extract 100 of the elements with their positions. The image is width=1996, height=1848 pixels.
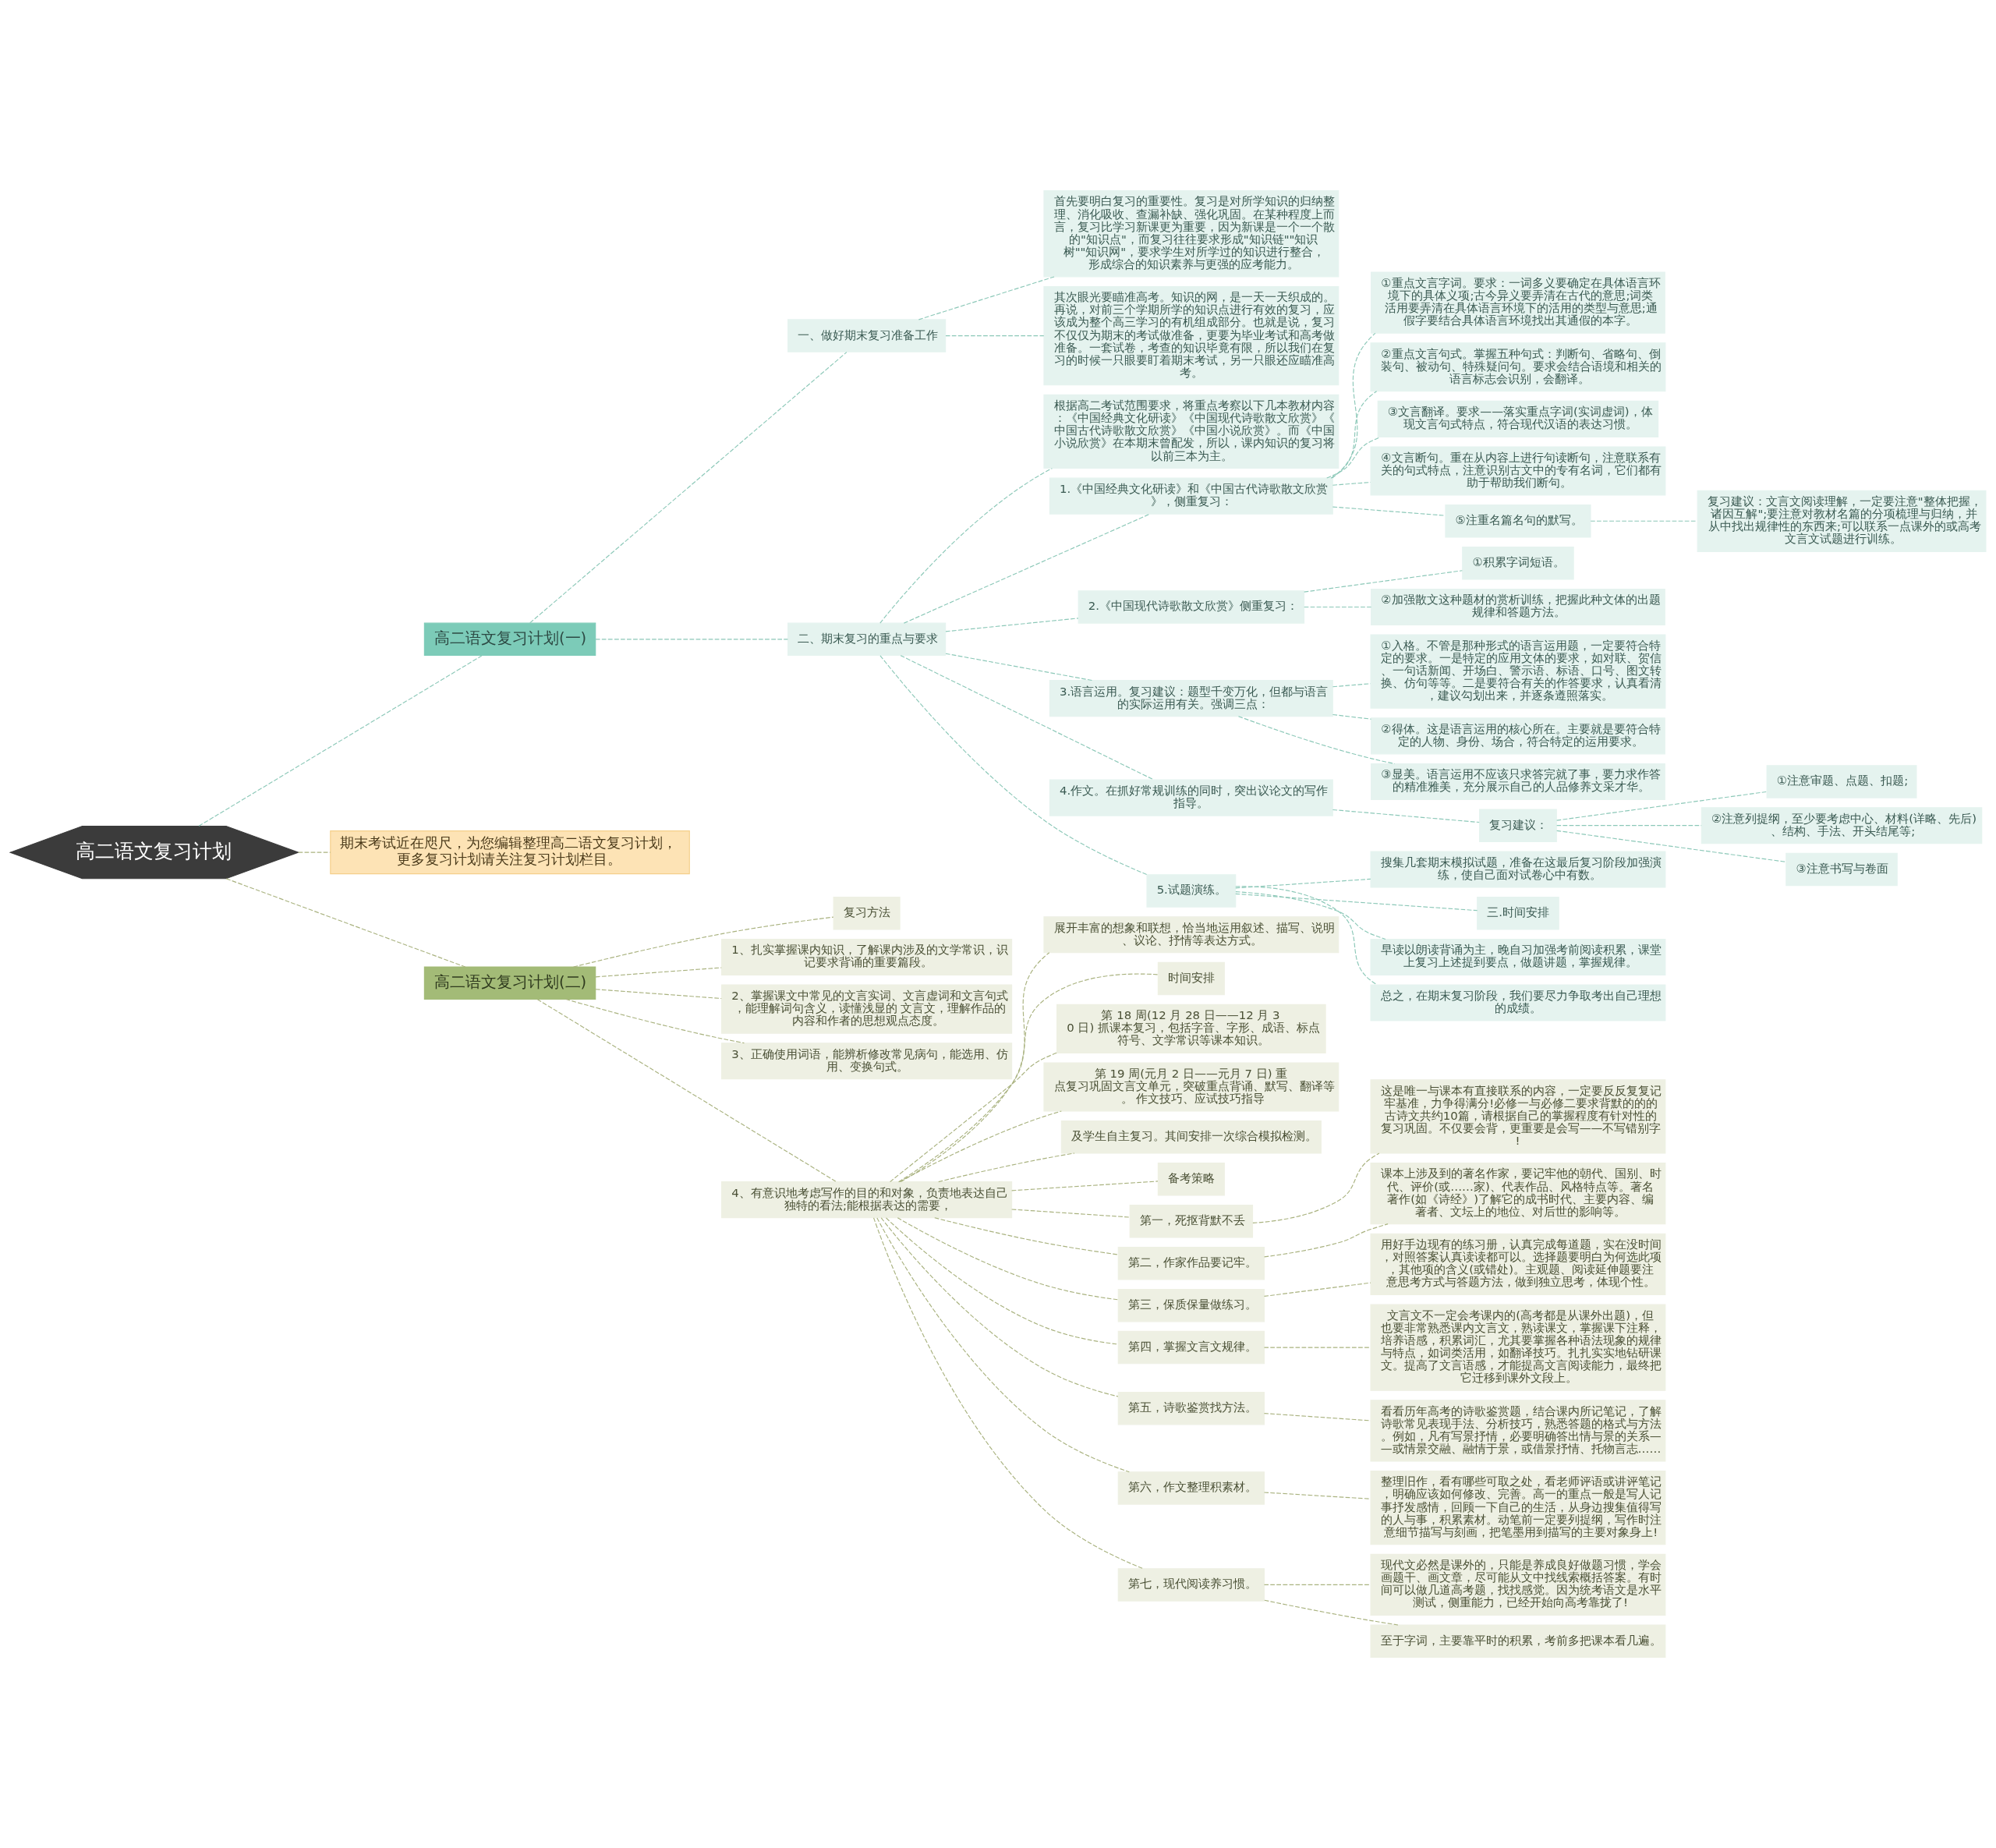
node-box: 展开丰富的想象和联想，恰当地运用叙述、描写、说明、议论、抒情等表达方式。 xyxy=(1043,916,1340,954)
connector xyxy=(1590,520,1698,522)
node-box: ③显美。语言运用不应该只求答完就了事，要力求作答的精准雅美，充分展示自己的人品修养文采才华。 xyxy=(1371,763,1665,800)
node-box: 其次眼光要瞄准高考。知识的网，是一天一天织成的。再说，对前三个学期所学的知识点进行有效的复习，应该成为整个高三学习的有机组成部分。也就是说，复习不仅仅为期末的考试做准备，更要为毕业考试和高考做准备。一套试卷，考查的知识毕竟有限，所以我们在复习的时候一只眼要盯着期末考试，另一只眼还应瞄准高考。 xyxy=(1043,285,1340,386)
node-box: ②重点文言句式。掌握五种句式：判断句、省略句、倒装句、被动句、特殊疑问句。要求会结合语境和相关的语言标志会识别，会翻译。 xyxy=(1370,342,1666,392)
connector xyxy=(1326,436,1381,479)
connector xyxy=(1235,878,1371,889)
node-box: 至于字词，主要靠平时的积累，考前多把课本看几遍。 xyxy=(1370,1624,1666,1658)
connector xyxy=(1556,830,1787,862)
node-box: 用好手边现有的练习册，认真完成每道题，实在没时间，对照答案认真读读都可以。选择题要明白为何选此项，其他项的含义(或错处)。主观题、阅读延伸题要注意思考方式与答题方法，做到独立思考，体现个性。 xyxy=(1370,1233,1666,1295)
connector xyxy=(1011,1181,1159,1191)
node-box: 整理旧作，看有哪些可取之处，看老师评语或讲评笔记，明确应该如何修改、完善。高一的重点一般是写人记事抒发感情，回顾一下自己的生活，从身边搜集值得写的人与事，积累素材。动笔前一定要列提纲，写作时注意细节描写与刻画，把笔墨用到描写的主要对象身上! xyxy=(1370,1471,1666,1545)
node-box: ③文言翻译。要求——落实重点字词(实词虚词)，体现文言句式特点，符合现代汉语的表达习惯。 xyxy=(1377,400,1659,437)
connector xyxy=(1235,886,1378,986)
connector xyxy=(1556,791,1768,821)
node-box: 文言文不一定会考课内的(高考都是从课外出题)，但也要非常熟悉课内文言文，熟读课文，掌握课下注释，培养语感，积累词汇，尤其要掌握各种语法现象的规律与特点，如词类活用，如翻译技巧。扎扎实实地钻研课文。提高了文言语感，才能提高文言阅读能力，最终把它迁移到课外文段上。 xyxy=(1370,1304,1666,1391)
connector xyxy=(565,998,745,1044)
connector xyxy=(1556,825,1702,827)
node-box: 搜集几套期末模拟试题，准备在这最后复习阶段加强演练，使自己面对试卷心中有数。 xyxy=(1370,851,1666,888)
connector xyxy=(879,655,1148,876)
node-box: 看看历年高考的诗歌鉴赏题，结合课内所记笔记，了解诗歌常见表现手法、分析技巧，熟悉答题的格式与方法。例如，凡有写景抒情，必要明确答出情与景的关系——或情景交融、融情于景，或借景抒情、托物言志…… xyxy=(1370,1400,1666,1462)
node-box: 课本上涉及到的著名作家，要记牢他的朝代、国别、时代、评价(或……家)、代表作品、风格特点等。著名著作(如《诗经》)了解它的成书时代、主要内容、编著者、文坛上的地位、对后世的影响等。 xyxy=(1370,1163,1666,1225)
node-box: 第 18 周(12 月 28 日——12 月 30 日) 抓课本复习，包括字音、字形、成语、标点符号、文学常识等课本知识。 xyxy=(1056,1004,1326,1053)
connector xyxy=(1304,570,1463,593)
node-box: 复习方法 xyxy=(833,896,901,930)
connector xyxy=(1332,506,1446,516)
connector xyxy=(898,973,1159,1183)
node-box: ①积累字词短语。 xyxy=(1462,547,1574,580)
node-box: 根据高二考试范围要求，将重点考察以下几本教材内容：《中国经典文化研读》《中国现代诗歌散文欣赏》《中国古代诗歌散文欣赏》《中国小说欣赏》。而《中国小说欣赏》在本期末曾配发，所以，课内知识的复习将以前三本为主。 xyxy=(1043,394,1340,469)
connector xyxy=(876,1217,1130,1473)
node-box: 时间安排 xyxy=(1157,961,1225,996)
connector xyxy=(1263,1413,1371,1421)
connector xyxy=(938,1152,1075,1183)
node-box: 第三，保质保量做练习。 xyxy=(1117,1288,1265,1322)
node-box: 1.《中国经典文化研读》和《中国古代诗歌散文欣赏》，侧重复习： xyxy=(1049,477,1333,515)
connector xyxy=(945,335,1045,337)
connector xyxy=(529,352,848,624)
connector xyxy=(1330,391,1378,479)
node-box: 4.作文。在抓好常规训练的同时，突出议论文的写作指导。 xyxy=(1049,779,1333,816)
connector xyxy=(1264,1223,1389,1258)
connector xyxy=(595,967,722,978)
connector xyxy=(890,1052,1057,1183)
connector xyxy=(899,1110,1062,1183)
node-box: 这是唯一与课本有直接联系的内容，一定要反反复复记牢基准，力争得满分!必修一与必修二要求背默的的的古诗文共约10篇，请根据自己的掌握程度有针对性的复习巩固。不仅要会背，更重要是会写——不写错别字! xyxy=(1370,1079,1666,1154)
node-box: 第七，现代阅读养习惯。 xyxy=(1117,1568,1265,1602)
connector xyxy=(918,276,1055,320)
node-box: 1、扎实掌握课内知识，了解课内涉及的文学常识，识记要求背诵的重要篇段。 xyxy=(721,938,1013,976)
node-box: ②加强散文这种题材的赏析训练，把握此种文体的出题规律和答题方法。 xyxy=(1371,589,1665,626)
connector xyxy=(900,655,1155,781)
node-box: 第四，掌握文言文规律。 xyxy=(1117,1330,1265,1365)
connector xyxy=(595,639,788,640)
connector xyxy=(1332,481,1371,486)
connector xyxy=(225,878,466,968)
node-box: 第二，作家作品要记牢。 xyxy=(1117,1246,1265,1280)
connector xyxy=(945,653,1093,681)
connector xyxy=(1263,1282,1371,1297)
node-box: ⑤注重名篇名句的默写。 xyxy=(1445,504,1591,538)
connector xyxy=(945,618,1079,632)
node-box: 3.语言运用。复习建议：题型千变万化，但都与语言的实际运用有关。强调三点： xyxy=(1049,680,1333,717)
node-box: 第五，诗歌鉴赏找方法。 xyxy=(1117,1391,1265,1425)
node-box: 早读以朗读背诵为主，晚自习加强考前阅读积累，课堂上复习上述提到要点，做题讲题，掌握规律。 xyxy=(1370,938,1666,976)
node-box: ④文言断句。重在从内容上进行句读断句，注意联系有关的句式特点，注意识别古文中的专有名词，它们都有助于帮助我们断句。 xyxy=(1370,446,1666,496)
connector xyxy=(934,1217,1119,1255)
connector xyxy=(1263,1584,1371,1585)
node-box: ①入格。不管是那种形式的语言运用题，一定要符合特定的要求。一是特定的应用文体的要求，如对联、贺信、一句话新闻、开场白、警示语、标语、口号、图文转换、仿句等等。二是要符合有关的作答要求，认真看清，建议勾划出来，并逐条遵照落实。 xyxy=(1370,634,1666,709)
node-box: 高二语文复习计划(一) xyxy=(423,622,596,657)
node-box: 期末考试近在咫尺，为您编辑整理高二语文复习计划，更多复习计划请关注复习计划栏目。 xyxy=(330,830,690,875)
connector xyxy=(1304,606,1372,608)
node-box: 4、有意识地考虑写作的目的和对象，负责地表达自己独特的看法;能根据表达的需要， xyxy=(721,1181,1013,1219)
node-box: 备考策略 xyxy=(1157,1163,1225,1196)
connector xyxy=(1235,891,1386,940)
node-box: 5.试题演练。 xyxy=(1146,874,1237,908)
connector xyxy=(298,851,331,853)
connector xyxy=(879,468,1053,624)
node-box: 复习建议： xyxy=(1479,809,1557,842)
node-box: 高二语文复习计划(二) xyxy=(423,966,596,1000)
connector xyxy=(885,1217,1119,1345)
connector xyxy=(1252,1152,1380,1223)
connector xyxy=(595,989,722,1000)
node-box: 总之，在期末复习阶段，我们要尽力争取考出自己理想的成绩。 xyxy=(1370,984,1666,1021)
connector xyxy=(903,513,1151,624)
node-box: 首先要明白复习的重要性。复习是对所学知识的归纳整理、消化吸收、查漏补缺、强化巩固。在某种程度上而言，复习比学习新课更为重要，因为新课是一个一个散的"知识点"，而复习往往要求形成"知识链""知识树""知识网"，要求学生对所学过的知识进行整合，形成综合的知识素养与更强的应考能力。 xyxy=(1043,190,1340,278)
node-box: 及学生自主复习。其间安排一次综合模拟检测。 xyxy=(1060,1120,1322,1154)
node-box: 一、做好期末复习准备工作 xyxy=(787,319,947,352)
connector xyxy=(1332,809,1480,823)
node-box: 第 19 周(元月 2 日——元月 7 日) 重点复习巩固文言文单元，突破重点背诵、默写、翻译等。 作文技巧、应试技巧指导 xyxy=(1043,1062,1340,1112)
node-box: 三.时间安排 xyxy=(1477,896,1559,930)
connector xyxy=(1263,1347,1371,1348)
connector xyxy=(572,916,834,968)
connector xyxy=(1011,1209,1131,1218)
node-box: 复习建议：文言文阅读理解，一定要注意"整体把握，诸因互解";要注意对教材名篇的分项梳理与归纳，并从中找出规律性的东西来;可以联系一点课外的或高考文言文试题进行训练。 xyxy=(1697,490,1987,552)
node-box: ③注意书写与卷面 xyxy=(1785,852,1898,887)
node-box: ①注意审题、点题、扣题; xyxy=(1766,765,1917,798)
node-box: 2、掌握课文中常见的文言实词、文言虚词和文言句式，能理解词句含义，读懂浅显的 文言文，理解作品的内容和作者的思想观点态度。 xyxy=(721,984,1013,1034)
connector xyxy=(1235,893,1478,912)
node-box: 现代文必然是课外的，只能是养成良好做题习惯，学会画题干、画文章，尽可能从文中找线索概括答案。有时间可以做几道高考题，找找感觉。因为统考语文是水平测试，侧重能力，已经开始向高考靠拢了! xyxy=(1370,1553,1666,1616)
node-box: ②得体。这是语言运用的核心所在。主要就是要符合特定的人物、身份、场合，符合特定的运用要求。 xyxy=(1371,717,1665,755)
connector xyxy=(1332,332,1376,479)
connector xyxy=(1237,716,1396,764)
node-box: 第六，作文整理积素材。 xyxy=(1117,1471,1265,1505)
